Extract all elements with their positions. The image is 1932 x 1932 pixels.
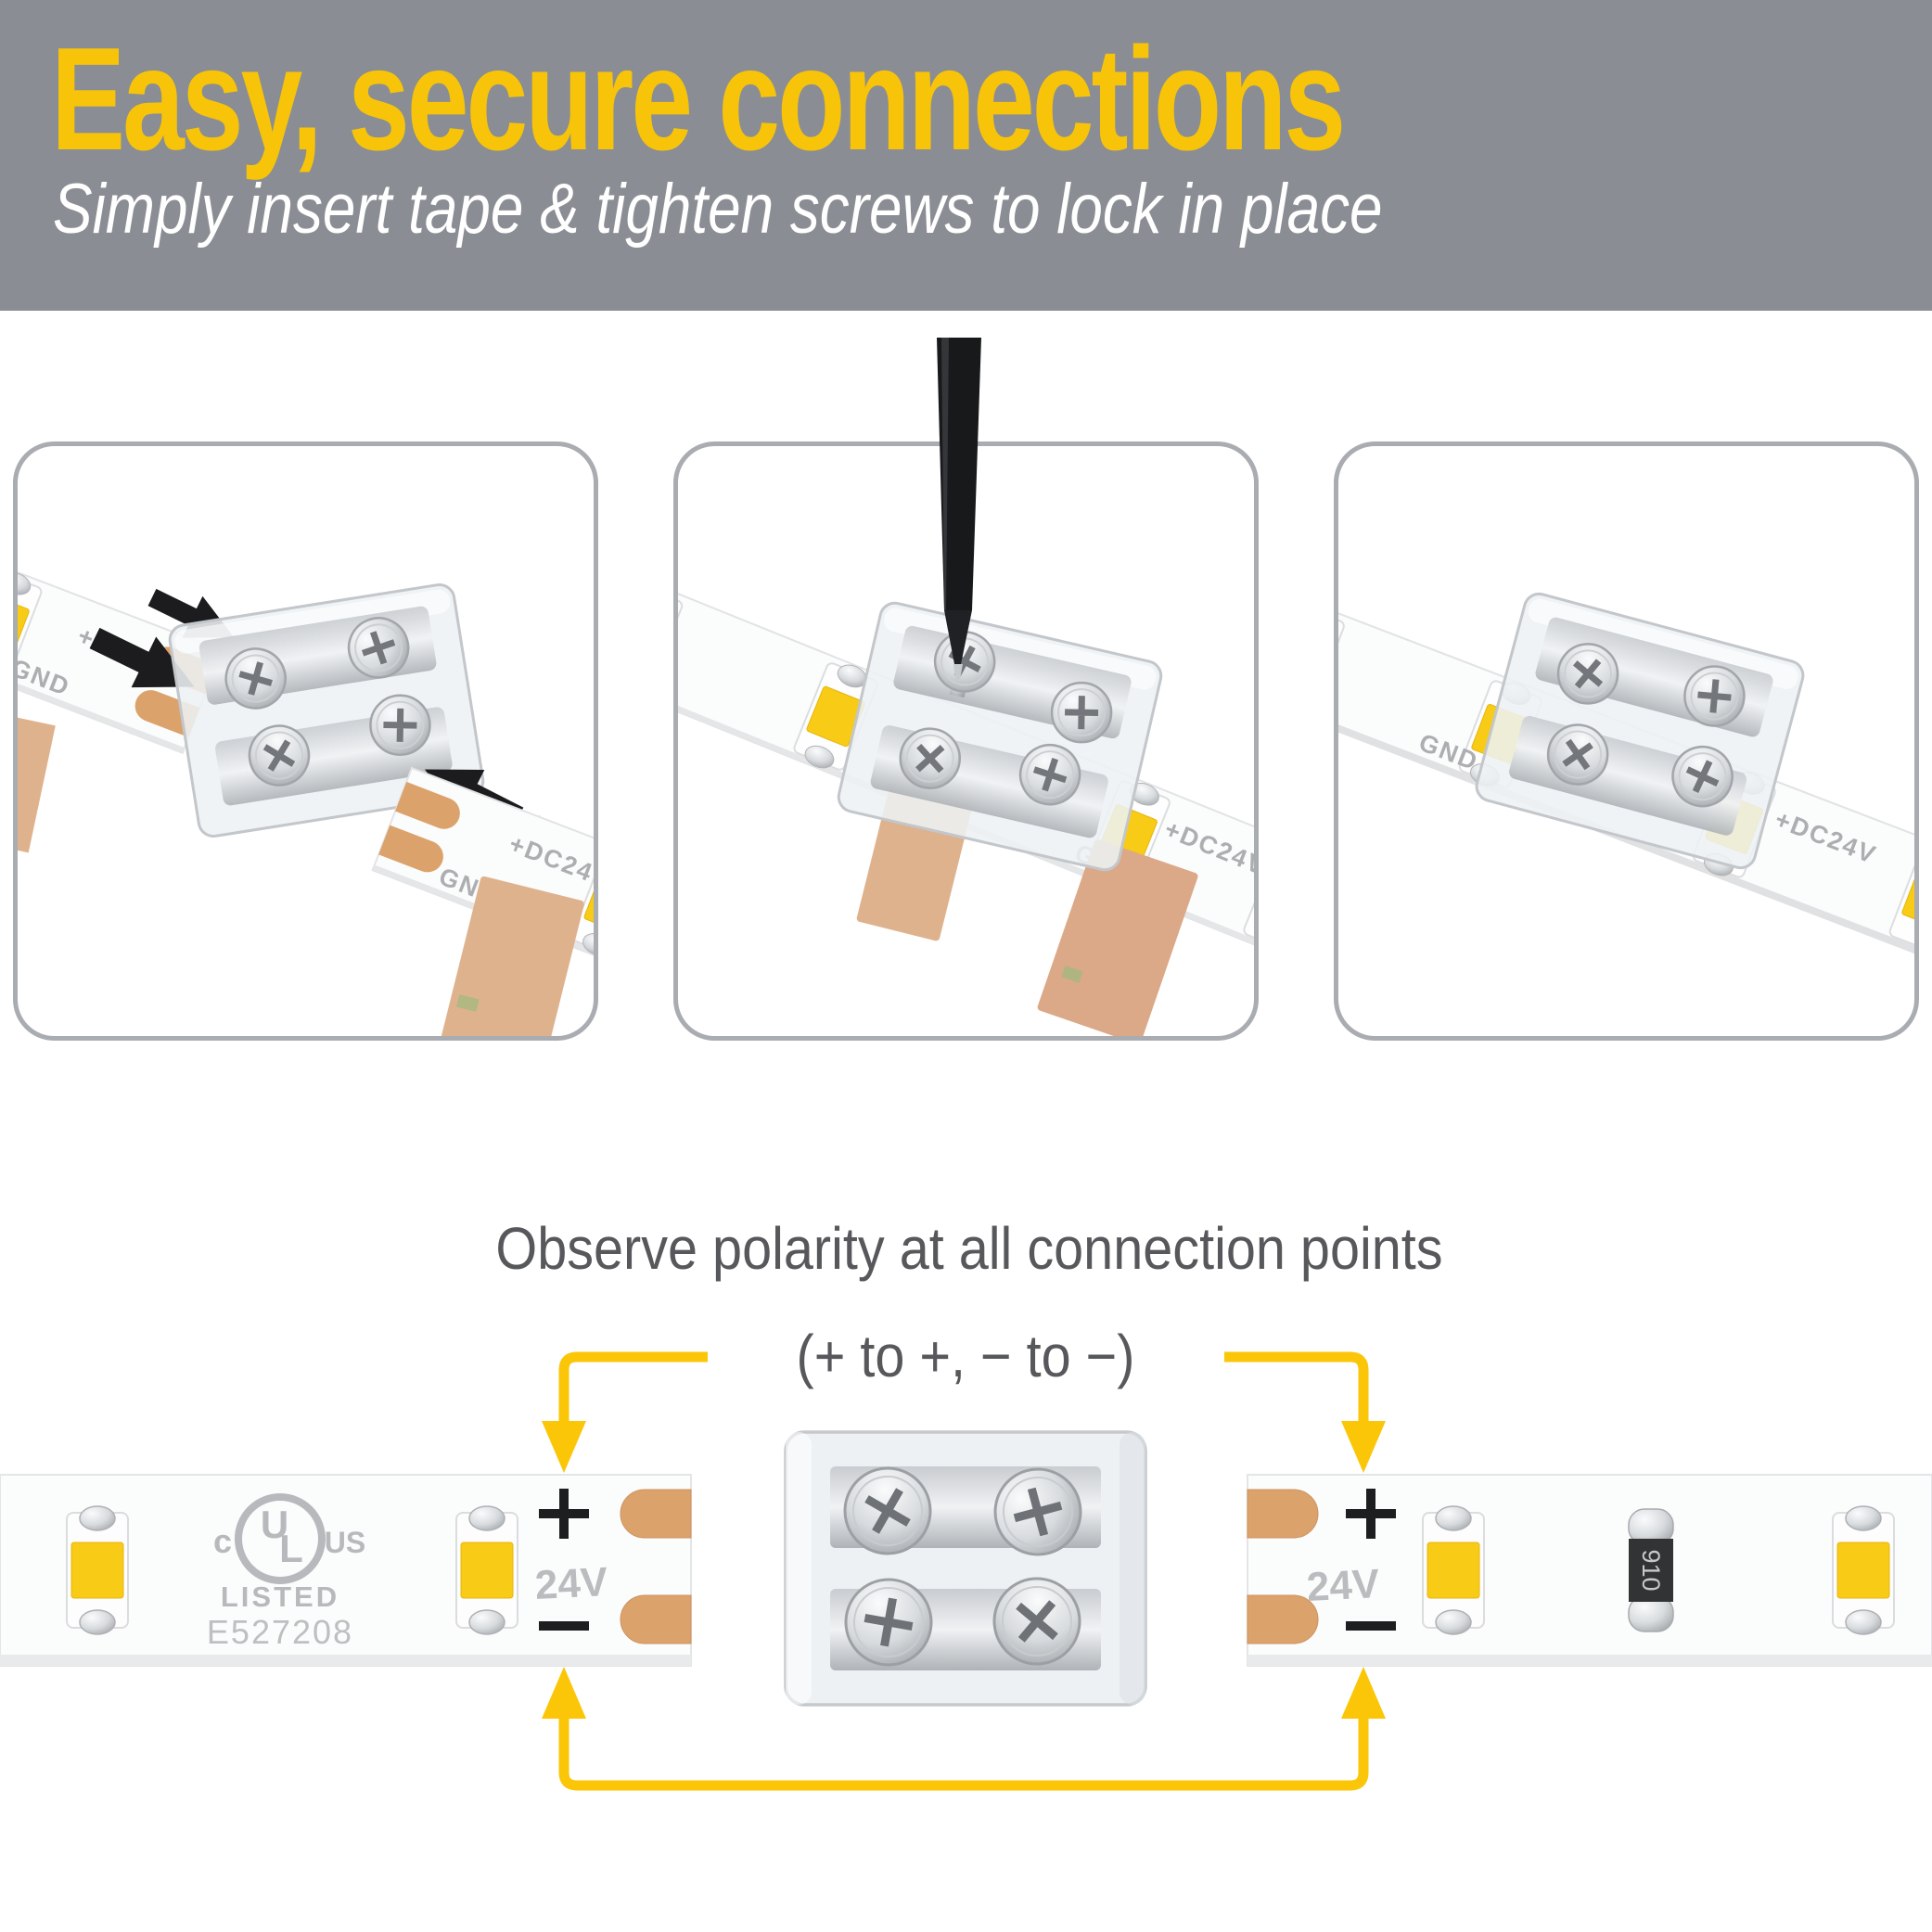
arrowheads	[542, 1421, 1386, 1719]
copper-pad	[1247, 1489, 1319, 1539]
svg-text:L: L	[279, 1527, 303, 1570]
led-chip	[1422, 1505, 1485, 1635]
page-title: Easy, secure connections	[51, 18, 1346, 181]
screwdriver	[937, 338, 981, 680]
down-arrowhead-icon	[1341, 1421, 1386, 1473]
voltage-label-right: 24V	[1306, 1561, 1381, 1610]
ul-listed-mark: U L c US LISTED E527208	[207, 1493, 365, 1651]
led-chip	[66, 1505, 129, 1635]
down-arrowhead-icon	[542, 1421, 586, 1473]
svg-text:c: c	[213, 1522, 232, 1560]
svg-text:U: U	[261, 1503, 288, 1546]
adhesive-tape-flap	[441, 876, 584, 1037]
resistor: 910	[1628, 1508, 1674, 1632]
copper-pad	[620, 1594, 692, 1644]
plus-mark-left	[539, 1489, 589, 1539]
minus-arrow-bracket	[558, 1713, 1369, 1791]
adhesive-tape-flap	[17, 715, 56, 853]
led-chip	[17, 569, 43, 679]
step-2-illustration: GND +DC24V	[673, 338, 1259, 1041]
copper-pad	[378, 825, 443, 873]
panel-border	[1334, 441, 1919, 1041]
led-strip-right: 24V 910	[1247, 1474, 1932, 1667]
copper-pad	[620, 1489, 692, 1539]
adhesive-tape-flap	[1037, 839, 1198, 1037]
led-chip	[455, 1505, 518, 1635]
led-chip	[1832, 1505, 1895, 1635]
step-photo-insert-tape: +DC24V GND	[13, 441, 598, 1041]
step-1-illustration: +DC24V GND	[13, 441, 598, 1041]
svg-text:LISTED: LISTED	[221, 1580, 339, 1613]
polarity-arrows	[558, 1351, 1369, 1791]
copper-pad	[1247, 1594, 1319, 1644]
resistor-value: 910	[1637, 1549, 1665, 1591]
header-banner: Easy, secure connections Simply insert t…	[0, 0, 1932, 311]
page-subtitle: Simply insert tape & tighten screws to l…	[53, 170, 1383, 249]
svg-text:E527208: E527208	[207, 1613, 353, 1651]
up-arrowhead-icon	[1341, 1667, 1386, 1719]
polarity-note: (+ to +, − to −)	[797, 1323, 1135, 1388]
polarity-diagram: Observe polarity at all connection point…	[0, 1196, 1932, 1932]
step-photo-tighten-screws: GND +DC24V	[673, 338, 1259, 1041]
copper-pad	[395, 781, 460, 829]
voltage-label-left: 24V	[534, 1559, 609, 1608]
screw-terminal-connector	[784, 1430, 1147, 1707]
plus-arrow-right	[1224, 1351, 1369, 1428]
led-strip-left: U L c US LISTED E527208 24V	[0, 1474, 692, 1667]
up-arrowhead-icon	[542, 1667, 586, 1719]
screwdriver-tip	[953, 664, 963, 680]
svg-text:US: US	[325, 1526, 365, 1559]
step-photo-locked: GND +DC24V	[1334, 441, 1919, 1041]
polarity-heading: Observe polarity at all connection point…	[495, 1215, 1442, 1281]
plus-mark-right	[1346, 1489, 1396, 1539]
screw-terminal-connector	[168, 582, 485, 838]
step-3-illustration: GND +DC24V	[1334, 441, 1919, 1041]
panel-border	[13, 441, 598, 1041]
screw-terminal-connector	[1475, 592, 1805, 870]
plus-arrow-left	[558, 1351, 708, 1428]
